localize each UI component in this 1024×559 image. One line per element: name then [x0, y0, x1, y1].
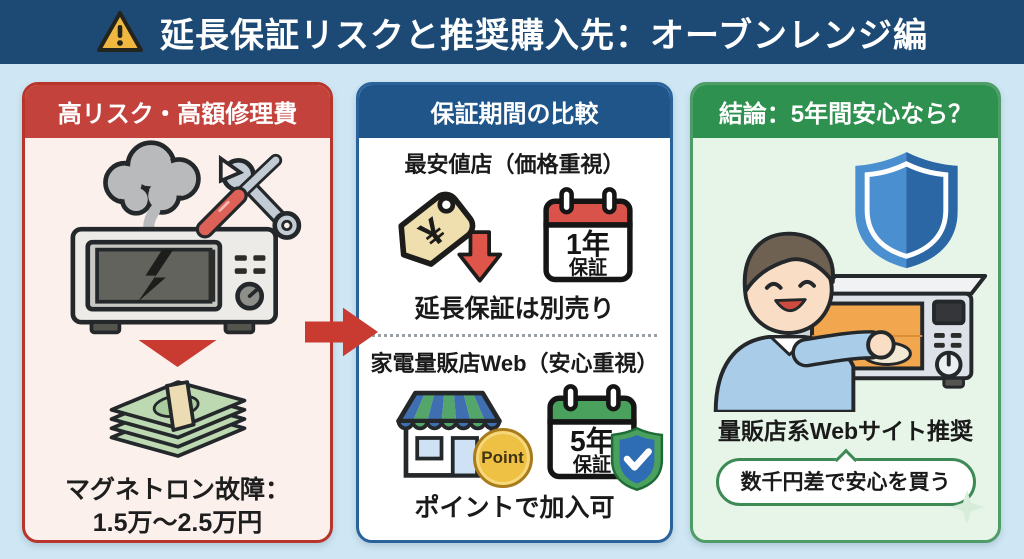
- cheapest-store-heading: 最安値店（価格重視）: [404, 152, 625, 177]
- warning-icon: [97, 11, 144, 52]
- calendar-years-text: 5年: [570, 425, 614, 457]
- repair-cost-line2: 1.5万〜2.5万円: [92, 508, 263, 537]
- risk-card-title: 高リスク・高額修理費: [25, 85, 330, 138]
- conclusion-caption: 量販店系Webサイト推奨: [717, 418, 974, 444]
- shield-check-icon: [610, 426, 663, 491]
- comparison-card: 保証期間の比較 最安値店（価格重視） ¥ 1年: [356, 82, 673, 543]
- comparison-card-title: 保証期間の比較: [359, 85, 670, 138]
- page-title: 延長保証リスクと推奨購入先：オーブンレンジ編: [160, 16, 928, 55]
- price-tag-down-icon: ¥: [397, 191, 502, 283]
- retailer-icons-row: Point 5年 保証: [387, 380, 663, 491]
- calendar-label-text: 保証: [571, 453, 610, 476]
- calendar-years-text: 1年: [566, 228, 610, 260]
- conclusion-card: 結論：5年間安心なら？: [690, 82, 1001, 543]
- title-bar: 延長保証リスクと推奨購入先：オーブンレンジ編: [0, 0, 1024, 64]
- repair-cost-text: マグネトロン故障： 1.5万〜2.5万円: [65, 474, 290, 539]
- person-microwave-shield-illustration: [713, 152, 988, 412]
- dotted-divider: [372, 334, 657, 337]
- point-coin-label: Point: [481, 448, 524, 467]
- broken-microwave-icon: [70, 140, 301, 335]
- repair-cost-line1: マグネトロン故障：: [64, 476, 290, 504]
- point-coin-icon: Point: [472, 428, 533, 488]
- money-stack-icon: [109, 380, 246, 458]
- retailer-caption: ポイントで加入可: [414, 494, 615, 522]
- conclusion-card-title: 結論：5年間安心なら？: [693, 85, 998, 138]
- retailer-web-heading: 家電量販店Web（安心重視）: [370, 351, 659, 376]
- calendar-1year-icon: 1年 保証: [542, 187, 633, 283]
- cheapest-icons-row: ¥ 1年 保証: [391, 181, 639, 287]
- conclusion-bubble-text: 数千円差で安心を買う: [740, 471, 951, 494]
- conclusion-bubble: 数千円差で安心を買う: [715, 458, 976, 506]
- cheapest-caption: 延長保証は別売り: [414, 295, 615, 323]
- arrow-down-icon: [138, 340, 217, 367]
- calendar-label-text: 保証: [567, 256, 606, 279]
- risk-card: 高リスク・高額修理費: [22, 82, 333, 543]
